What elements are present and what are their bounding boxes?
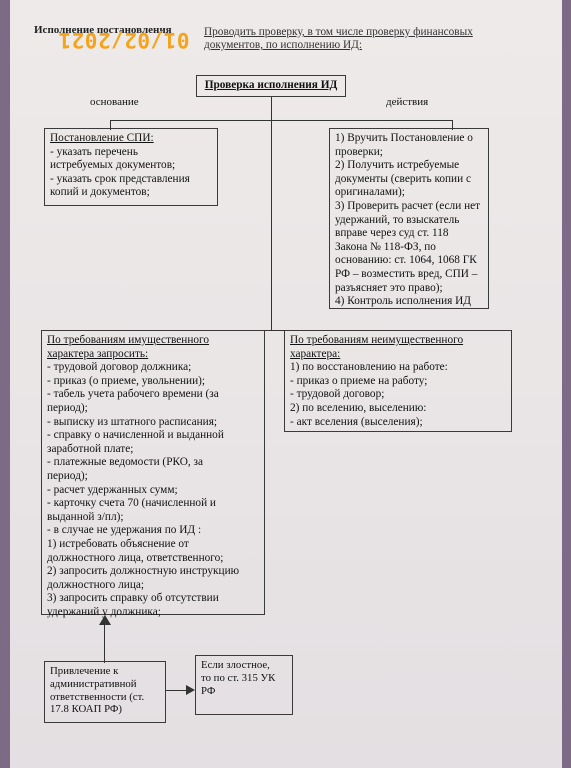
basis-line: - указать срок представления (50, 172, 190, 185)
nonproperty-line: - трудовой договор; (290, 388, 385, 401)
property-line: 3) запросить справку об отсутствии (47, 592, 219, 605)
actions-line: Закона № 118-ФЗ, по (335, 240, 436, 253)
actions-line: документы (сверить копии с (335, 172, 471, 185)
actions-line: разъясняет это право); (335, 281, 443, 294)
property-line: 1) истребовать объяснение от (47, 537, 189, 550)
header-note-line: документов, по исполнению ИД: (204, 39, 363, 51)
property-line: 2) запросить должностную инструкцию (47, 565, 240, 578)
nonproperty-line: 2) по вселению, выселению: (290, 401, 427, 414)
connector (110, 120, 452, 121)
property-line: заработной плате; (47, 442, 134, 455)
connector (150, 330, 398, 331)
liability-line: Привлечение к (50, 665, 119, 677)
actions-line: оригиналами); (335, 186, 405, 199)
property-line: - приказ (о приеме, увольнении); (47, 374, 206, 387)
property-line: - справку о начисленной и выданной (47, 429, 224, 442)
property-line: период); (47, 469, 88, 482)
nonproperty-line: 1) по восстановлению на работе: (290, 361, 448, 374)
liability-box: Привлечение к административной ответстве… (44, 661, 166, 723)
actions-line: вправе через суд ст. 118 (335, 227, 449, 240)
nonproperty-title: По требованиям неимущественного (290, 334, 464, 346)
nonproperty-title: характера: (290, 347, 341, 360)
actions-line: 1) Вручить Постановление о (335, 132, 473, 144)
property-line: выданной з/пл); (47, 510, 124, 523)
property-line: - платежные ведомости (РКО, за (47, 456, 204, 469)
property-line: удержаний у должника; (47, 605, 161, 618)
actions-box: 1) Вручить Постановление о проверки; 2) … (329, 128, 489, 309)
malicious-line: РФ (201, 684, 216, 697)
liability-line: ответственности (ст. (50, 690, 145, 703)
connector (452, 120, 453, 130)
property-title: характера запросить: (47, 347, 149, 360)
actions-line: 4) Контроль исполнения ИД (335, 295, 472, 308)
actions-line: 2) Получить истребуемые (335, 159, 460, 172)
connector (271, 97, 272, 121)
connector (110, 120, 111, 130)
heading-partial: Исполнение постановления (34, 24, 172, 36)
arrow-up-icon (99, 615, 111, 625)
basis-line: - указать перечень (50, 145, 138, 158)
property-line: - трудовой договор должника; (47, 361, 192, 374)
actions-line: удержаний, то взыскатель (335, 213, 460, 226)
actions-line: основанию: ст. 1064, 1068 ГК (335, 254, 477, 267)
connector (271, 120, 272, 330)
property-line: - табель учета рабочего времени (за (47, 388, 219, 401)
header-note: Проводить проверку, в том числе проверку… (204, 26, 473, 52)
property-line: - в случае не удержания по ИД : (47, 524, 202, 537)
basis-line: копий и документов; (50, 186, 150, 199)
date-stamp: 01/02/2021 (58, 28, 190, 52)
malicious-line: то по ст. 315 УК (201, 671, 276, 684)
nonproperty-requirements-box: По требованиям неимущественного характер… (284, 330, 512, 432)
property-line: - выписку из штатного расписания; (47, 415, 218, 428)
basis-title: Постановление СПИ: (50, 132, 154, 144)
property-line: должностного лица, ответственного; (47, 551, 224, 564)
connector (104, 624, 105, 663)
title-box: Проверка исполнения ИД (196, 75, 346, 97)
property-line: должностного лица; (47, 578, 145, 591)
property-line: - карточку счета 70 (начисленной и (47, 497, 216, 510)
actions-line: 3) Проверить расчет (если нет (335, 199, 481, 212)
actions-line: РФ – возместить вред, СПИ – (335, 267, 478, 280)
basis-box: Постановление СПИ: - указать перечень ис… (44, 128, 218, 206)
header-note-line: Проводить проверку, в том числе проверку… (204, 26, 473, 38)
liability-line: 17.8 КОАП РФ) (50, 703, 123, 716)
actions-line: проверки; (335, 145, 383, 158)
connector (166, 690, 188, 691)
nonproperty-line: - акт вселения (выселения); (290, 415, 423, 428)
liability-line: административной (50, 677, 137, 690)
property-line: период); (47, 401, 88, 414)
malicious-box: Если злостное, то по ст. 315 УК РФ (195, 655, 293, 715)
property-line: - расчет удержанных сумм; (47, 483, 178, 496)
malicious-line: Если злостное, (201, 659, 270, 671)
property-title: По требованиям имущественного (47, 334, 210, 346)
arrow-right-icon (186, 685, 195, 695)
label-actions: действия (386, 96, 429, 108)
label-basis: основание (90, 96, 139, 108)
basis-line: истребуемых документов; (50, 159, 176, 172)
property-requirements-box: По требованиям имущественного характера … (41, 330, 265, 618)
nonproperty-line: - приказ о приеме на работу; (290, 374, 428, 387)
